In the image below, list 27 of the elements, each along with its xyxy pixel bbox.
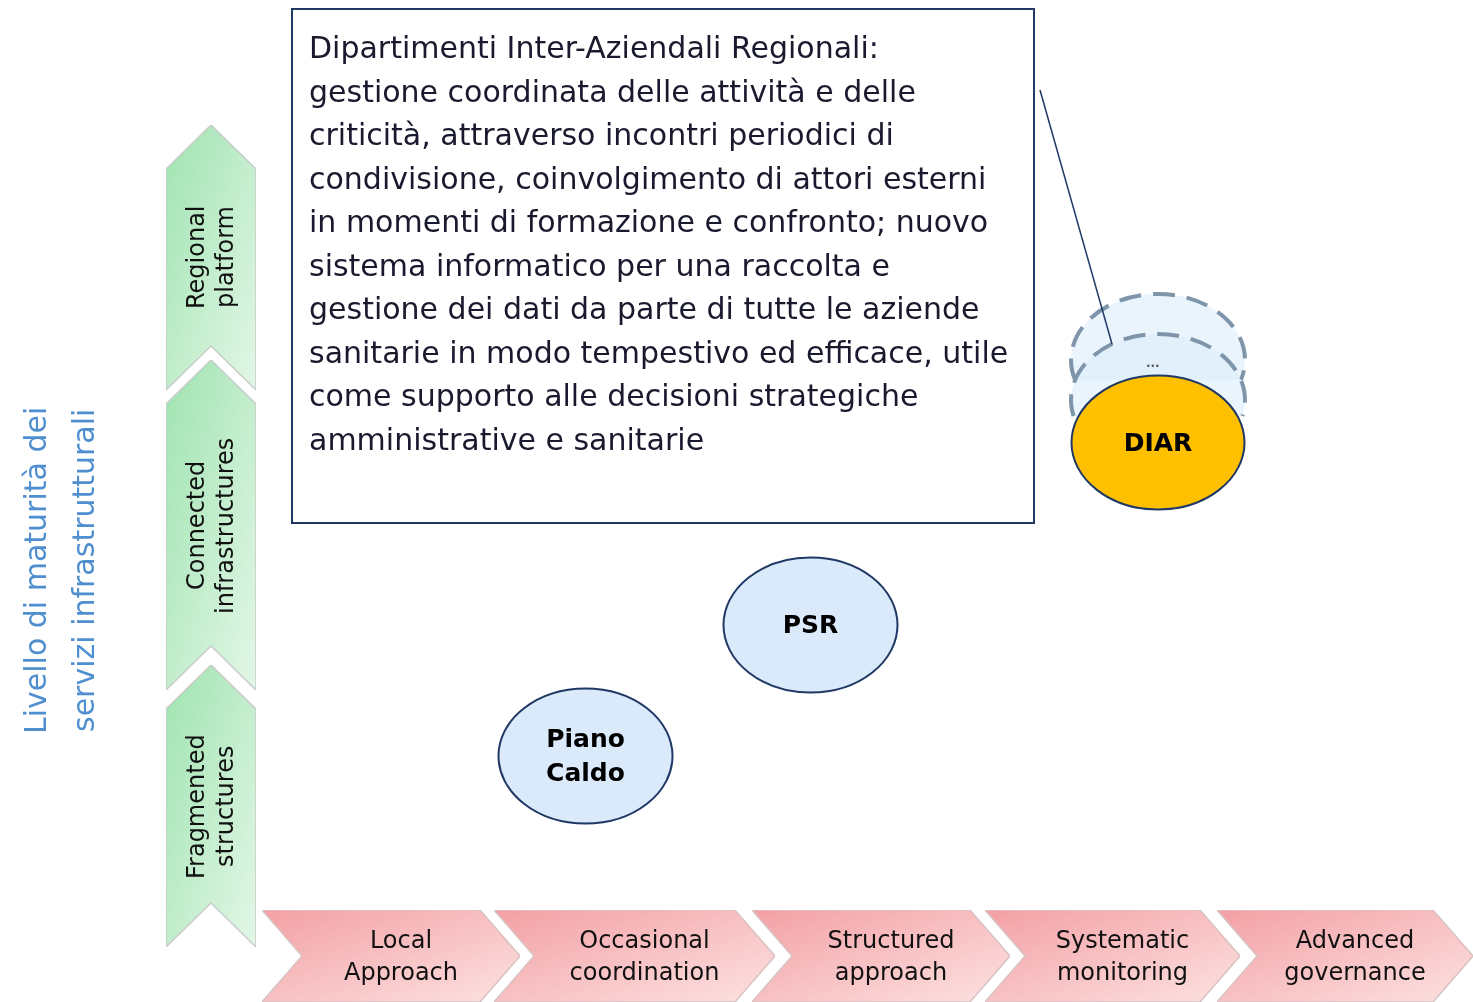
ellipse-label: DIAR	[1123, 426, 1193, 459]
stage-band	[1217, 910, 1473, 1002]
stage-band	[166, 125, 256, 390]
ellipse-node	[722, 556, 899, 694]
chevron-label: Structured approach	[826, 925, 956, 988]
chevron-label: Local Approach	[343, 925, 459, 988]
description-text: Dipartimenti Inter-Aziendali Regionali: gestione coordinata delle attività e delle criticità, attraverso incontri periodici di condivisione, coinvolgimento di attori esterni in momenti di formazione e confronto; nuovo sistema informatico per una raccolta e gestione dei dati da parte di tutte le aziende sanitarie in modo tempestivo ed efficace, utile come supporto alle decisioni strategiche amministrative e sanitarie	[309, 29, 1010, 459]
text-box	[291, 8, 1035, 524]
axis-label: Livello di maturità dei servizi infrastrutturali	[17, 405, 102, 736]
ellipse-label: Piano Caldo	[545, 723, 626, 789]
chevron-label: Systematic monitoring	[1054, 925, 1191, 988]
ellipsis-text: ...	[1146, 356, 1160, 370]
chevron-label: Connected infrastructures	[182, 435, 240, 616]
stage-band	[166, 665, 256, 947]
stage-band	[985, 910, 1240, 1002]
chevron-label: Fragmented structures	[182, 732, 240, 881]
chevron-label: Regional platform	[182, 204, 240, 312]
stage-band	[752, 910, 1010, 1002]
leader-line	[1039, 89, 1113, 345]
stage-band	[166, 360, 256, 690]
ellipse-node	[497, 687, 674, 825]
chevron-label: Occasional coordination	[568, 925, 721, 988]
chevron-label: Advanced governance	[1283, 925, 1427, 988]
stage-band	[262, 910, 520, 1002]
ellipse-node	[1070, 374, 1246, 511]
stage-band	[494, 910, 775, 1002]
ellipse-label: PSR	[782, 609, 839, 641]
